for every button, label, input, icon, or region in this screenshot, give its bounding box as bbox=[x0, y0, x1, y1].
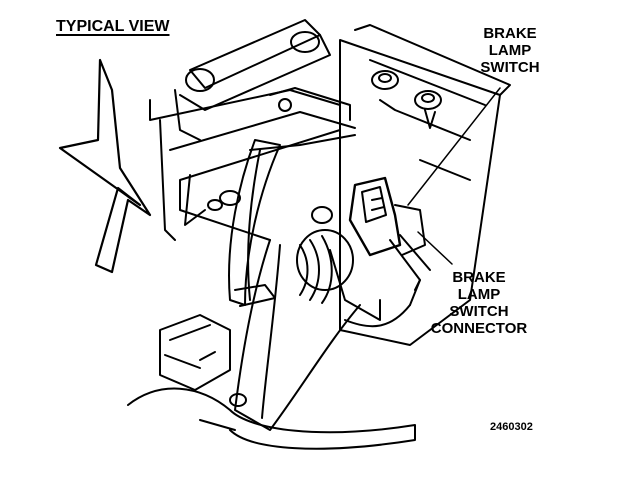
callout-line: SWITCH bbox=[480, 59, 540, 76]
pivot-shaft bbox=[174, 19, 331, 141]
cable bbox=[127, 387, 416, 450]
callout-line: CONNECTOR bbox=[430, 320, 528, 337]
orientation-arrow bbox=[58, 58, 152, 274]
brake-lamp-switch bbox=[348, 176, 431, 291]
callout-line: LAMP bbox=[457, 286, 501, 303]
lower-lever bbox=[234, 239, 421, 431]
pedal-arm bbox=[228, 134, 356, 307]
callout-line: BRAKE bbox=[483, 25, 537, 42]
callout-line: SWITCH bbox=[449, 303, 509, 320]
pedal-frame bbox=[149, 87, 356, 241]
bracket-bolts bbox=[371, 70, 442, 129]
view-title: TYPICAL VIEW bbox=[56, 18, 170, 35]
callout-line: LAMP bbox=[488, 42, 532, 59]
switch-leader-line bbox=[407, 87, 501, 206]
callout-brake-lamp-switch-connector: BRAKE LAMP SWITCH CONNECTOR bbox=[420, 269, 538, 337]
lower-mount bbox=[159, 314, 231, 391]
figure-number: 2460302 bbox=[490, 421, 533, 433]
leader-lines bbox=[407, 87, 501, 265]
return-spring bbox=[296, 206, 354, 304]
callout-brake-lamp-switch: BRAKE LAMP SWITCH bbox=[470, 25, 550, 76]
callout-line: BRAKE bbox=[452, 269, 506, 286]
connector-leader-line bbox=[417, 231, 453, 265]
